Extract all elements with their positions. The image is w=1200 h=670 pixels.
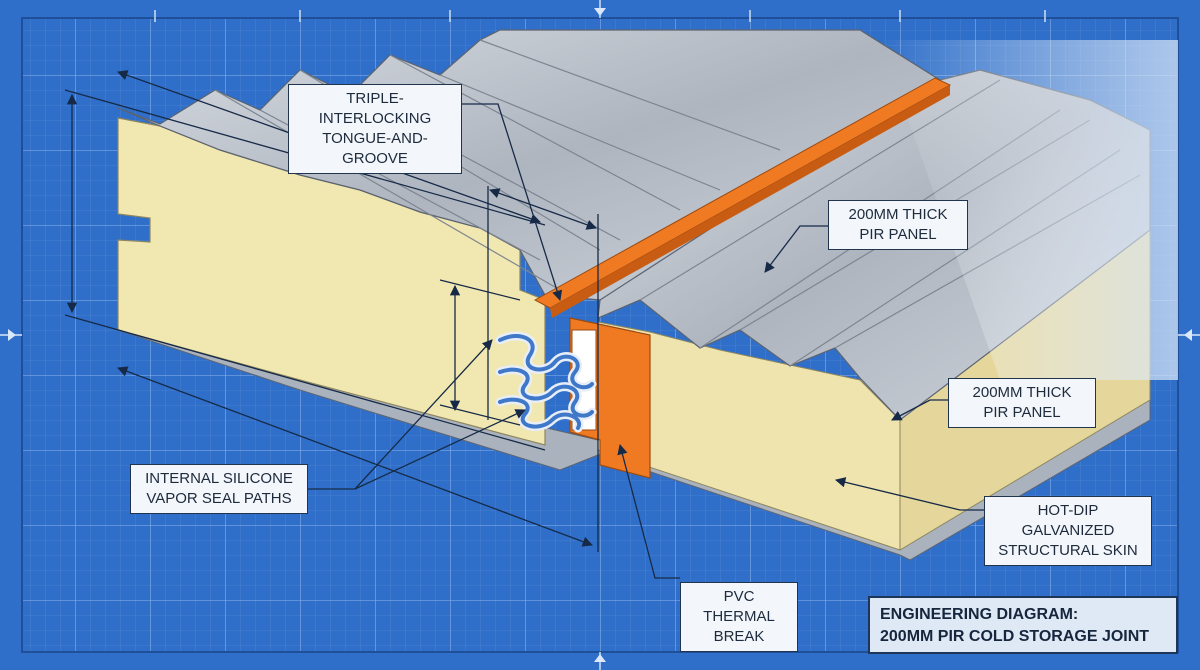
callout-silicone-line2: VAPOR SEAL PATHS [146,490,292,507]
title-block: ENGINEERING DIAGRAM: 200MM PIR COLD STOR… [868,596,1178,654]
callout-skin-line1: HOT-DIP GALVANIZED [1021,502,1115,539]
right-skin-haze [880,40,1178,380]
callout-panel-upper-line2: PIR PANEL [859,226,937,243]
callout-silicone-line1: INTERNAL SILICONE [145,470,293,487]
leader-lines [308,103,988,579]
callout-pvc-line2: BREAK [713,628,765,645]
callout-skin-line2: STRUCTURAL SKIN [998,542,1138,559]
callout-panel-lower-line1: 200MM THICK [972,384,1072,401]
title-line1: ENGINEERING DIAGRAM: [880,606,1079,623]
callout-silicone: INTERNAL SILICONE VAPOR SEAL PATHS [130,464,308,514]
callout-panel-upper-line1: 200MM THICK [848,206,948,223]
callout-panel-upper: 200MM THICK PIR PANEL [828,200,968,250]
callout-pvc: PVC THERMAL BREAK [680,582,798,652]
callout-tongue-groove-line1: TRIPLE-INTERLOCKING [318,90,432,127]
callout-panel-lower-line2: PIR PANEL [983,404,1061,421]
callout-tongue-groove-line2: TONGUE-AND-GROOVE [322,130,428,167]
frame-arrows [8,8,1192,662]
pvc-top-strip-face [550,85,950,318]
callout-tongue-groove: TRIPLE-INTERLOCKING TONGUE-AND-GROOVE [288,84,462,174]
callout-panel-lower: 200MM THICK PIR PANEL [948,378,1096,428]
callout-pvc-line1: PVC THERMAL [703,588,775,625]
title-line2: 200MM PIR COLD STORAGE JOINT [880,628,1150,645]
callout-skin: HOT-DIP GALVANIZED STRUCTURAL SKIN [984,496,1152,566]
